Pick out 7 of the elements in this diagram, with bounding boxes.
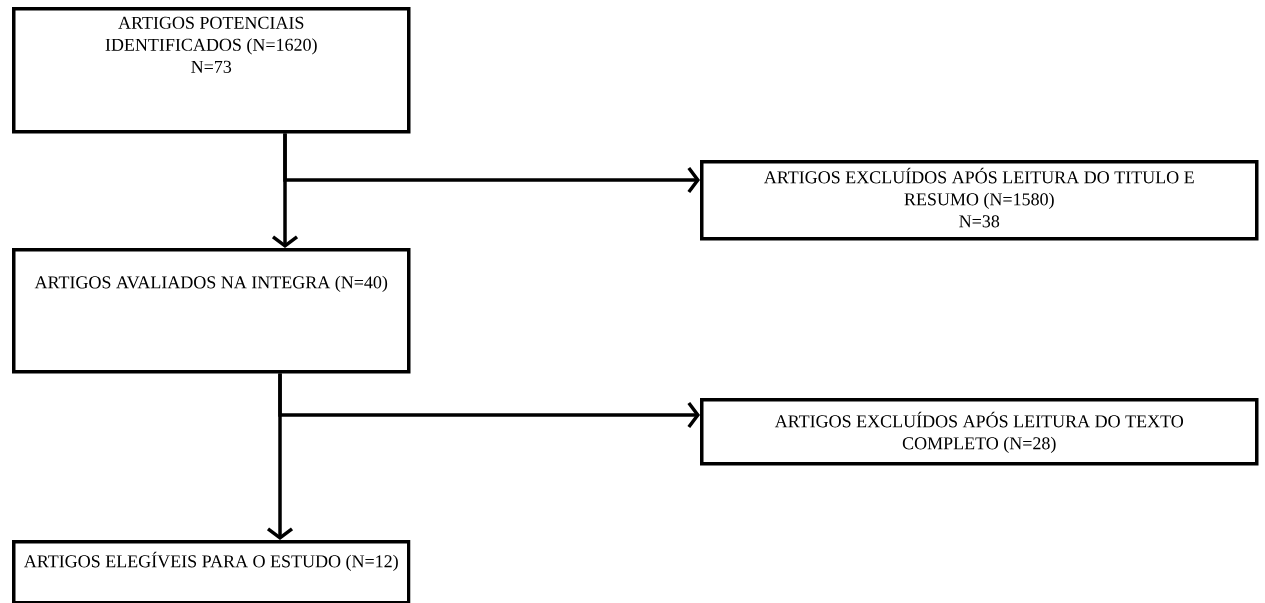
process-box: ARTIGOS AVALIADOS NA INTEGRA (N=40) [12, 248, 411, 374]
process-box: ARTIGOS POTENCIAIS IDENTIFICADOS (N=1620) N=73 [12, 7, 411, 134]
process-box: ARTIGOS EXCLUÍDOS APÓS LEITURA DO TITULO E RESUMO (N=1580) N=38 [700, 160, 1259, 241]
process-box: ARTIGOS ELEGÍVEIS PARA O ESTUDO (N=12) [12, 540, 411, 603]
arrow [283, 133, 700, 194]
process-box: ARTIGOS EXCLUÍDOS APÓS LEITURA DO TEXTO COMPLETO (N=28) [700, 398, 1259, 466]
arrow [278, 373, 700, 429]
